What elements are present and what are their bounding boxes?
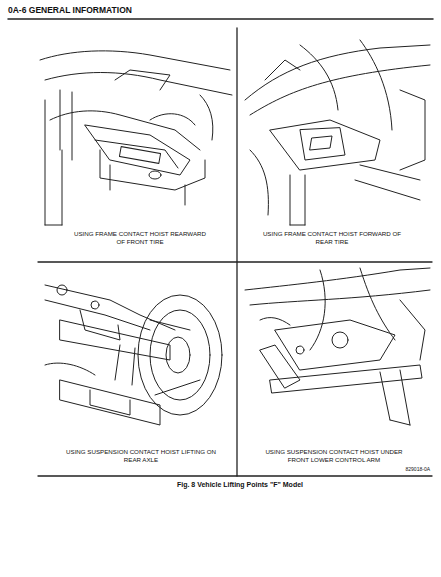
figure-code: 829018-0A [360,466,430,472]
front-control-arm-hoist-illustration [245,268,430,425]
page-header: 0A-6 GENERAL INFORMATION [8,5,228,16]
panel-caption: USING SUSPENSION CONTACT HOIST LIFTING O… [66,448,216,464]
panel-caption: USING SUSPENSION CONTACT HOIST UNDER FRO… [256,448,412,464]
panel-caption: USING FRAME CONTACT HOIST FORWARD OF REA… [262,230,402,246]
rear-axle-hoist-illustration [45,285,222,425]
figure-caption: Fig. 8 Vehicle Lifting Points "F" Model [100,481,380,490]
frame-hoist-rear-illustration [245,40,430,225]
header-rule [8,18,433,20]
panel-grid [38,28,432,476]
frame-hoist-front-illustration [40,51,232,225]
panel-caption: USING FRAME CONTACT HOIST REARWARD OF FR… [70,230,210,246]
